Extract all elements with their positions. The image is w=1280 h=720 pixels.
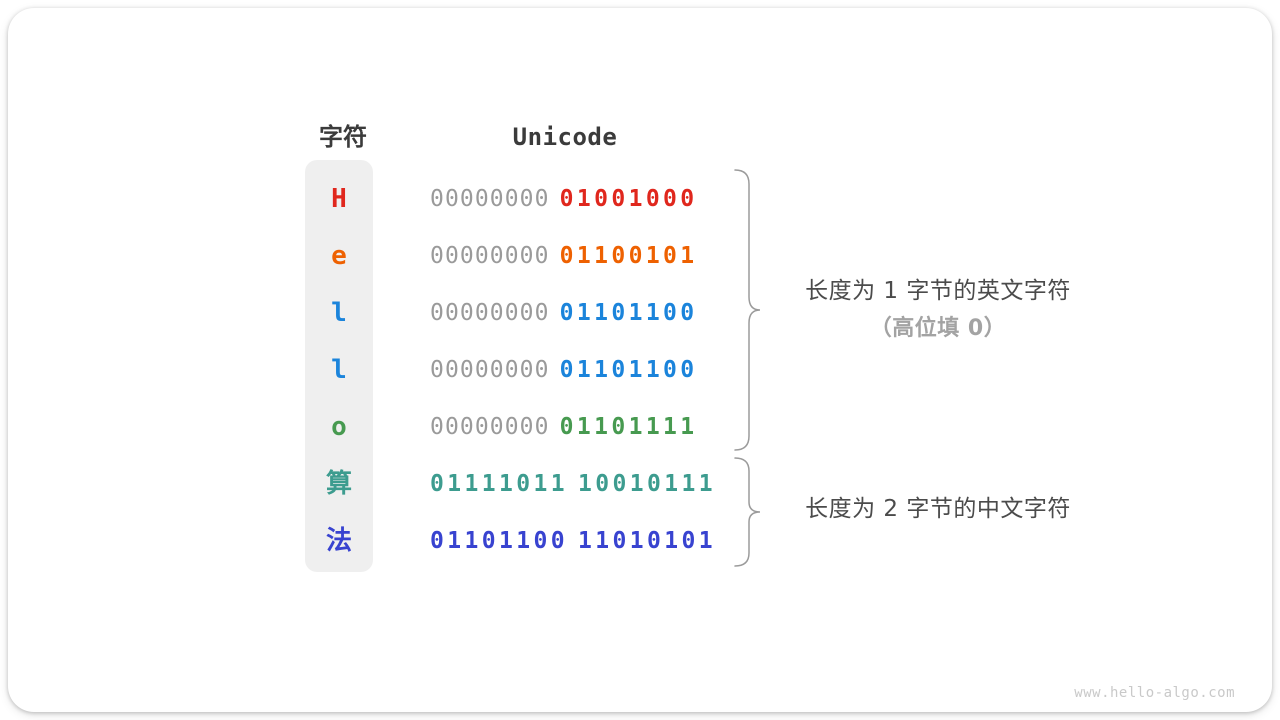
binary-cell: 00000000 01101100 (430, 342, 698, 398)
table-row: l 00000000 01101100 (8, 342, 768, 398)
annotation-line: 长度为 1 字节的英文字符 (805, 278, 1071, 304)
byte1: 00000000 (430, 300, 550, 326)
byte2: 01101100 (559, 300, 698, 326)
table-row: o 00000000 01101111 (8, 399, 768, 455)
annotation-subline: （高位填 0） (869, 316, 1007, 341)
byte1: 01111011 (430, 471, 568, 497)
byte1: 00000000 (430, 414, 550, 440)
byte1: 00000000 (430, 243, 550, 269)
binary-cell: 01101100 11010101 (430, 513, 716, 569)
annotation-line: 长度为 2 字节的中文字符 (805, 496, 1071, 522)
table-row: 算 01111011 10010111 (8, 456, 768, 512)
annotation-chinese-chars: 长度为 2 字节的中文字符 (766, 494, 1110, 524)
char-cell: l (331, 298, 347, 328)
char-cell: 法 (325, 526, 352, 556)
byte1: 00000000 (430, 357, 550, 383)
binary-cell: 00000000 01001000 (430, 171, 698, 227)
unicode-column-header: Unicode (512, 123, 618, 151)
char-cell: e (331, 241, 347, 271)
byte1: 00000000 (430, 186, 550, 212)
char-column-header: 字符 (319, 123, 367, 151)
binary-cell: 00000000 01101100 (430, 285, 698, 341)
table-row: 法 01101100 11010101 (8, 513, 768, 569)
char-cell: o (331, 412, 347, 442)
watermark: www.hello-algo.com (1074, 685, 1235, 701)
byte2: 11010101 (577, 528, 716, 554)
binary-cell: 00000000 01100101 (430, 228, 698, 284)
byte2: 01101100 (559, 357, 698, 383)
binary-cell: 00000000 01101111 (430, 399, 698, 455)
figure-card: 字符 Unicode H 00000000 01001000 e 00000000… (8, 8, 1272, 712)
table-row: H 00000000 01001000 (8, 171, 768, 227)
annotation-english-chars: 长度为 1 字节的英文字符 （高位填 0） (766, 276, 1110, 343)
brace-one-byte-group (734, 169, 761, 451)
brace-two-byte-group (734, 457, 761, 567)
byte2: 10010111 (577, 471, 716, 497)
byte2: 01101111 (559, 414, 698, 440)
byte2: 01100101 (559, 243, 698, 269)
binary-cell: 01111011 10010111 (430, 456, 716, 512)
table-row: l 00000000 01101100 (8, 285, 768, 341)
char-cell: l (331, 355, 347, 385)
char-cell: 算 (325, 469, 352, 499)
byte2: 01001000 (559, 186, 698, 212)
byte1: 01101100 (430, 528, 568, 554)
char-column-background (305, 160, 373, 572)
char-cell: H (331, 184, 347, 214)
table-row: e 00000000 01100101 (8, 228, 768, 284)
